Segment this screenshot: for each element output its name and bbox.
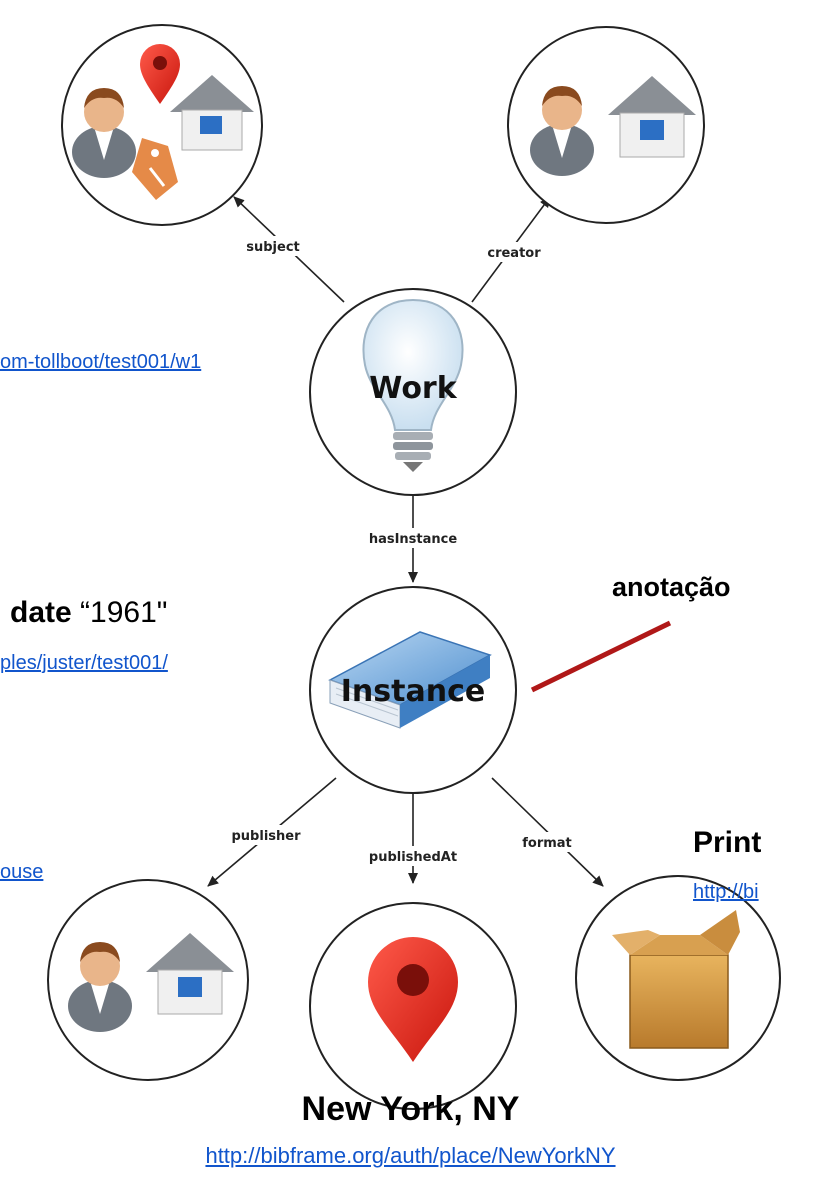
place-uri-link[interactable]: http://bibframe.org/auth/place/NewYorkNY bbox=[205, 1143, 616, 1168]
edge-label-hasinstance: hasInstance bbox=[369, 532, 458, 547]
node-subject bbox=[61, 24, 263, 226]
tag-icon bbox=[132, 138, 178, 200]
place-label: New York, NY bbox=[301, 1090, 520, 1128]
edge-label-subject: subject bbox=[246, 240, 300, 255]
node-publisher bbox=[47, 879, 249, 1081]
location-pin-icon bbox=[368, 937, 458, 1062]
edge-label-creator: creator bbox=[487, 246, 541, 261]
lightbulb-icon bbox=[362, 298, 464, 472]
publisher-uri-link[interactable]: ouse bbox=[0, 861, 44, 883]
anotacao-label: anotação bbox=[612, 572, 731, 602]
node-label-work: Work bbox=[369, 371, 457, 406]
edge-label-publishedat: publishedAt bbox=[369, 850, 457, 865]
house-icon bbox=[608, 76, 696, 158]
print-uri-link[interactable]: http://bi bbox=[693, 881, 759, 903]
node-label-instance: Instance bbox=[341, 674, 485, 709]
person-icon bbox=[68, 942, 132, 1032]
print-label: Print bbox=[693, 826, 762, 859]
annotation-pointer-line bbox=[530, 620, 672, 693]
instance-uri-link[interactable]: ples/juster/test001/ bbox=[0, 652, 168, 674]
date-value: “1961" bbox=[80, 596, 168, 629]
person-icon bbox=[72, 88, 136, 178]
node-place bbox=[309, 902, 517, 1110]
package-box-icon bbox=[612, 910, 740, 1049]
work-uri-link[interactable]: om-tollboot/test001/w1 bbox=[0, 351, 202, 373]
date-label: date bbox=[10, 596, 72, 629]
date-annotation: date “1961" bbox=[10, 598, 167, 628]
book-icon bbox=[328, 631, 492, 729]
edge-label-publisher: publisher bbox=[232, 829, 302, 844]
node-work: Work bbox=[309, 288, 517, 496]
node-creator bbox=[507, 26, 705, 224]
node-instance: Instance bbox=[309, 586, 517, 794]
location-pin-icon bbox=[140, 44, 180, 104]
node-format bbox=[575, 875, 781, 1081]
edge-label-format: format bbox=[522, 836, 572, 851]
house-icon bbox=[146, 933, 234, 1015]
person-icon bbox=[530, 86, 594, 176]
house-icon bbox=[170, 75, 254, 151]
